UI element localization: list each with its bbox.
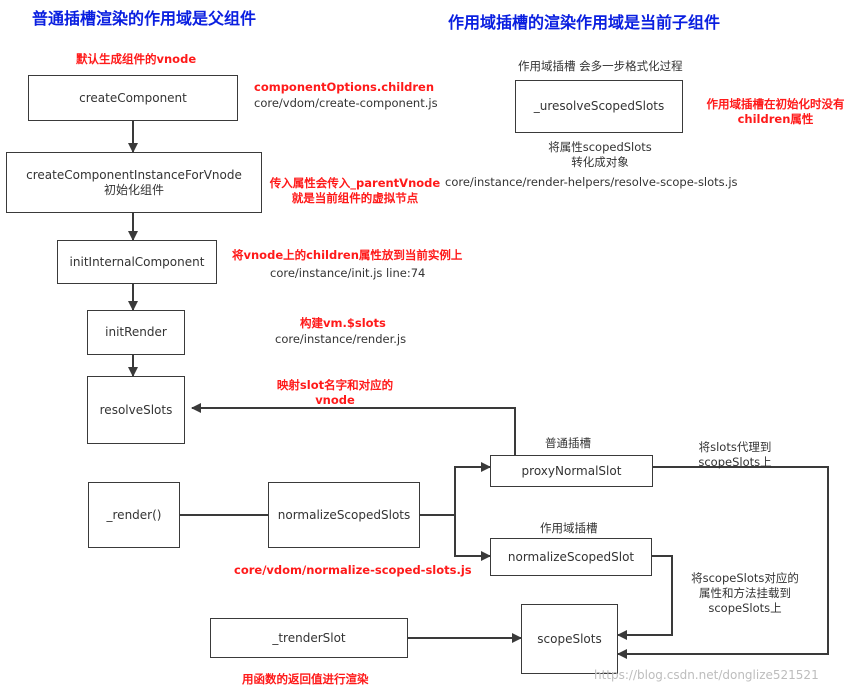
proxy-normal-slot-box: proxyNormalSlot <box>490 455 653 487</box>
create-component-label: createComponent <box>79 90 187 105</box>
init-internal-label: initInternalComponent <box>69 254 205 269</box>
normal-slot-label: 普通插槽 <box>545 436 591 450</box>
map-slot-line1: 映射slot名字和对应的 <box>276 378 394 392</box>
format-note: 将属性scopedSlots 转化成对象 <box>540 140 660 170</box>
resolve-slots-box: resolveSlots <box>87 376 185 444</box>
scoped-slot-format-note: 作用域插槽 会多一步格式化过程 <box>518 59 683 73</box>
proxy-to-scope-line2: scopeSlots上 <box>698 454 772 469</box>
no-children-note: 作用域插槽在初始化时没有 children属性 <box>693 97 858 127</box>
watermark: https://blog.csdn.net/donglize521521 <box>594 668 819 682</box>
parent-vnode-line1: 传入属性会传入_parentVnode <box>269 176 441 190</box>
format-line1: 将属性scopedSlots <box>548 140 652 154</box>
arrow-proxy-to-resolveslots <box>191 403 516 455</box>
create-instance-box: createComponentInstanceForVnode 初始化组件 <box>6 152 262 213</box>
mount-line1: 将scopeSlots对应的 <box>691 571 799 585</box>
uresolve-scoped-slots-label: _uresolveScopedSlots <box>533 99 665 113</box>
proxy-to-scope-note: 将slots代理到 scopeSlots上 <box>685 440 785 470</box>
create-component-box: createComponent <box>28 75 238 121</box>
parent-vnode-note: 传入属性会传入_parentVnode 就是当前组件的虚拟节点 <box>262 176 448 206</box>
normalize-scoped-slot-box: normalizeScopedSlot <box>490 538 652 576</box>
init-render-label: initRender <box>105 325 167 339</box>
create-component-path: core/vdom/create-component.js <box>254 96 438 110</box>
render-box: _render() <box>88 482 180 548</box>
trender-slot-label: _trenderSlot <box>272 630 346 645</box>
normalize-scoped-slots-box: normalizeScopedSlots <box>268 482 420 548</box>
proxy-normal-slot-label: proxyNormalSlot <box>521 463 622 478</box>
children-to-instance-note: 将vnode上的children属性放到当前实例上 <box>232 248 463 262</box>
render-by-return-note: 用函数的返回值进行渲染 <box>242 672 369 686</box>
map-slot-note: 映射slot名字和对应的 vnode <box>265 378 405 408</box>
right-title: 作用域插槽的渲染作用域是当前子组件 <box>448 13 721 32</box>
scope-slots-box: scopeSlots <box>521 604 618 674</box>
normalize-scoped-slot-label: normalizeScopedSlot <box>507 549 635 564</box>
no-children-line2: children属性 <box>737 111 814 126</box>
format-line2: 转化成对象 <box>571 154 629 169</box>
resolve-scope-path: core/instance/render-helpers/resolve-sco… <box>445 175 738 189</box>
uresolve-scoped-slots-box: _uresolveScopedSlots <box>515 80 683 133</box>
scoped-slot-label: 作用域插槽 <box>540 521 598 535</box>
mount-note: 将scopeSlots对应的 属性和方法挂载到 scopeSlots上 <box>680 571 810 616</box>
arrow-proxy-to-scopeslots <box>617 466 829 659</box>
normalize-path: core/vdom/normalize-scoped-slots.js <box>234 563 472 577</box>
render-path: core/instance/render.js <box>275 332 407 346</box>
parent-vnode-line2: 就是当前组件的虚拟节点 <box>291 190 419 205</box>
map-slot-line2: vnode <box>315 392 355 407</box>
mount-line2: 属性和方法挂载到 <box>699 585 791 600</box>
no-children-line1: 作用域插槽在初始化时没有 <box>706 97 845 111</box>
build-slots-note: 构建vm.$slots <box>300 316 386 330</box>
create-instance-label: createComponentInstanceForVnode <box>26 167 242 182</box>
left-title: 普通插槽渲染的作用域是父组件 <box>32 9 257 28</box>
mount-line3: scopeSlots上 <box>708 600 782 615</box>
arrow-normalize-to-proxy <box>420 462 491 516</box>
create-instance-sublabel: 初始化组件 <box>103 182 164 197</box>
default-vnode-note: 默认生成组件的vnode <box>76 52 197 66</box>
scope-slots-label: scopeSlots <box>537 631 602 646</box>
resolve-slots-label: resolveSlots <box>99 402 173 417</box>
arrow-scoped-to-scopeslots <box>617 555 673 640</box>
trender-slot-box: _trenderSlot <box>210 618 408 658</box>
init-path: core/instance/init.js line:74 <box>270 266 426 280</box>
init-internal-box: initInternalComponent <box>57 240 217 284</box>
init-render-box: initRender <box>87 310 185 355</box>
component-options-children-note: componentOptions.children <box>254 80 435 94</box>
normalize-scoped-slots-label: normalizeScopedSlots <box>277 507 411 522</box>
render-label: _render() <box>106 507 162 522</box>
arrow-normalize-to-scoped <box>454 515 491 561</box>
proxy-to-scope-line1: 将slots代理到 <box>698 440 772 454</box>
